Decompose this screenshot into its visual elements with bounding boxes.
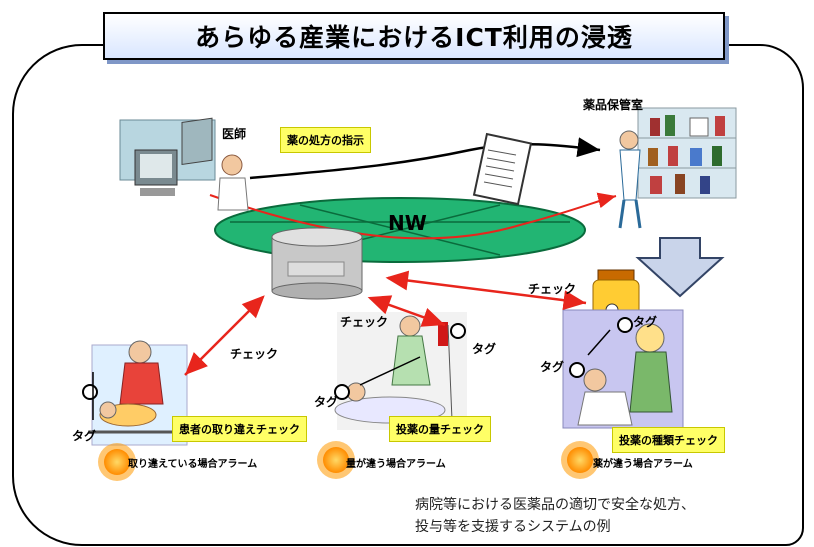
check-label-left: チェック — [230, 347, 279, 361]
tag-icon-right — [569, 362, 585, 378]
tag-icon-center-left — [334, 384, 350, 400]
check-arrow-left — [184, 295, 265, 376]
nw-label: NW — [388, 211, 427, 235]
patient-mixup-check-box: 患者の取り違えチェック — [172, 416, 307, 442]
check-label-mid: チェック — [340, 315, 389, 329]
caption-line-2: 投与等を支援するシステムの例 — [415, 519, 611, 535]
down-arrow — [635, 237, 725, 298]
alarm-sun-icon-left — [98, 443, 136, 481]
pointer-line-center — [359, 356, 421, 386]
tag-icon-left — [82, 384, 98, 400]
tag-icon-center — [450, 323, 466, 339]
pointer-line-right — [587, 329, 611, 356]
database-server-icon — [271, 227, 363, 300]
tag-label-right: タグ — [540, 360, 565, 374]
type-check-box: 投薬の種類チェック — [612, 427, 725, 453]
alarm-label-mixup: 取り違えている場合アラーム — [128, 459, 258, 470]
check-arrow-mid — [367, 295, 446, 327]
tag-label-center-left: タグ — [314, 395, 339, 409]
tag-label-left: タグ — [72, 429, 97, 443]
alarm-label-dose: 量が違う場合アラーム — [346, 459, 446, 470]
alarm-label-type: 薬が違う場合アラーム — [593, 459, 693, 470]
iv-nurse-center-illustration — [334, 312, 467, 430]
tag-label-center: タグ — [472, 342, 497, 356]
prescription-arrow — [249, 137, 601, 180]
caption: 病院等における医薬品の適切で安全な処方、 投与等を支援するシステムの例 — [415, 494, 695, 538]
doctor-label: 医師 — [222, 127, 247, 141]
dose-check-box: 投薬の量チェック — [389, 416, 491, 442]
pharmacy-label: 薬品保管室 — [583, 98, 644, 112]
check-label-top: チェック — [528, 282, 577, 296]
prescription-label: 薬の処方の指示 — [280, 127, 371, 153]
page-title: あらゆる産業におけるICT利用の浸透 — [195, 23, 633, 52]
tag-icon-top-right — [617, 317, 633, 333]
check-arrow-top — [385, 270, 587, 311]
title-banner: あらゆる産業におけるICT利用の浸透 — [103, 12, 725, 60]
tag-label-top-right: タグ — [633, 315, 658, 329]
prescription-clipboard-icon — [472, 132, 533, 206]
caption-line-1: 病院等における医薬品の適切で安全な処方、 — [415, 497, 695, 513]
red-arc-arrow — [209, 192, 617, 240]
alarm-sun-icon-center — [317, 441, 355, 479]
pharmacy-illustration — [618, 107, 737, 229]
doctor-computer-illustration — [119, 117, 249, 211]
alarm-sun-icon-right — [561, 441, 599, 479]
